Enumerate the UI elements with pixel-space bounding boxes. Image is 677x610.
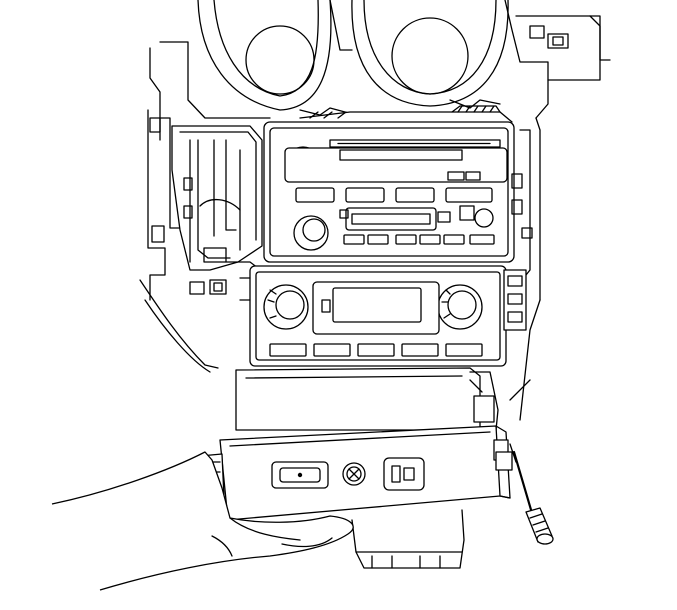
center-console — [351, 509, 465, 569]
screwdriver — [509, 443, 554, 545]
radio-head-unit — [263, 105, 523, 263]
instrument-cluster — [149, 0, 611, 141]
accessory-switch-panel — [199, 425, 513, 521]
hand — [51, 451, 354, 591]
left-dash-frame — [139, 109, 263, 373]
hvac-control-head — [225, 261, 527, 367]
lower-bezel — [235, 367, 499, 431]
